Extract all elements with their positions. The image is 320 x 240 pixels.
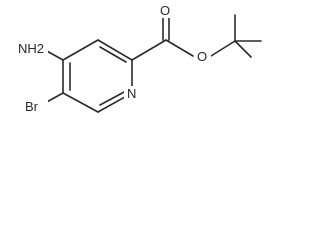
carbonyl-o-label-background [158,3,175,18]
carbonyl-oxygen-label: O [160,3,170,18]
bromo-label: Br [25,99,39,114]
chemical-structure: NH2 N Br O O [16,3,262,116]
bond-carbonyl-to-ester-oxygen [165,39,194,57]
pyridine-ring [62,39,133,113]
bond-ester-oxygen-to-tbutyl [210,40,236,57]
nh2-label-background [16,39,48,57]
bond-c4-c3 [62,39,99,61]
amino-label: NH2 [18,41,44,56]
double-bond-n-c6-inner [99,90,127,106]
atom-label-backgrounds [16,3,211,116]
bond-c6-c5 [62,92,99,113]
bond-c2-carbonyl-carbon [131,39,167,61]
bond-tbutyl-methyl-bottom [234,40,252,58]
bond-c3-c2 [97,39,133,61]
substituent-bonds [44,14,262,104]
ring-nitrogen-label: N [127,86,136,101]
ester-oxygen-label: O [197,49,207,64]
n-label-background [124,86,139,102]
double-bond-c3-c2-inner [99,46,127,63]
ester-o-label-background [194,49,211,65]
br-label-background [24,98,48,116]
